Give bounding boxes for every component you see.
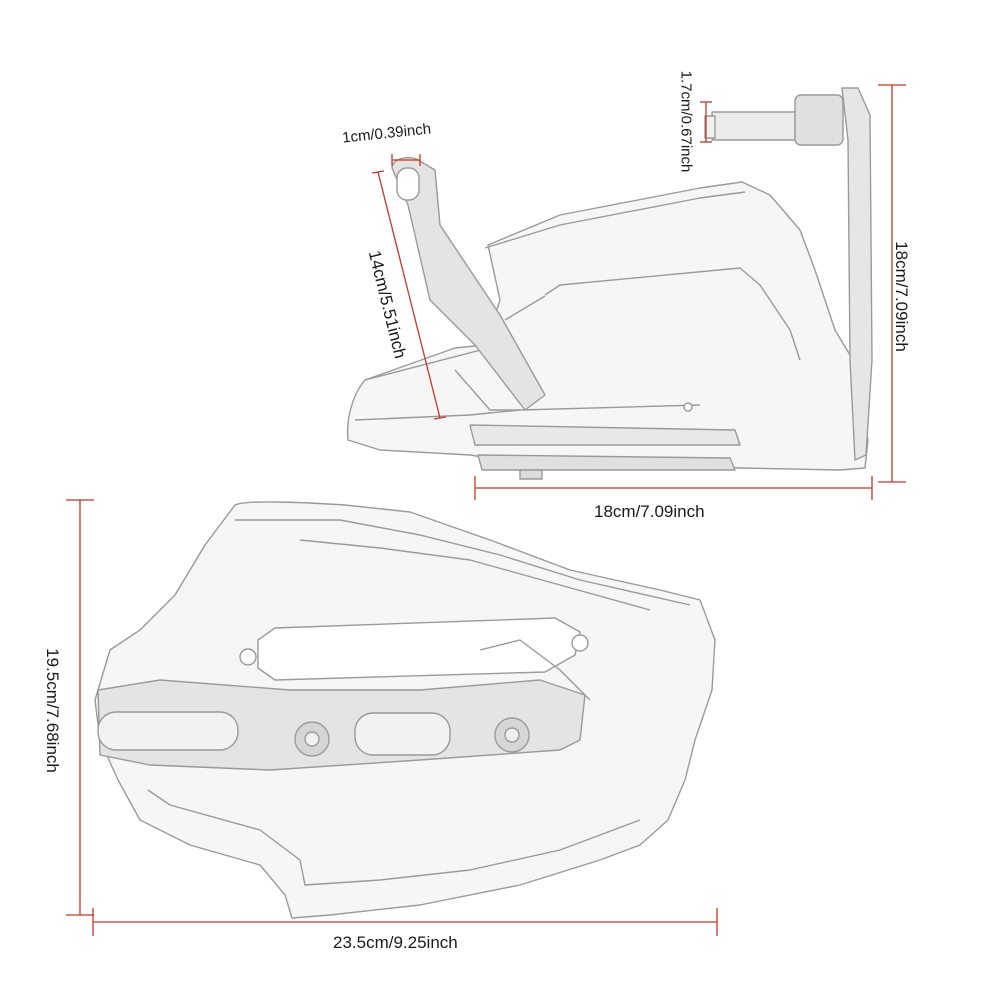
bar-end-bolt [711, 111, 796, 141]
top-width-label: 18cm/7.09inch [594, 502, 705, 521]
upper-slot [257, 617, 581, 681]
bolt-length-label: 1.7cm/0.67inch [677, 70, 695, 173]
mount-base [477, 454, 736, 471]
bar-end-post [841, 87, 873, 461]
handguard-front-view [94, 501, 716, 919]
top-height-label: 18cm/7.09inch [891, 241, 911, 352]
handguard-side-view [346, 87, 873, 480]
front-width-label: 23.5cm/9.25inch [333, 933, 458, 952]
dimension-lines [66, 84, 906, 936]
shell-outline [346, 181, 869, 471]
mount-plate [469, 424, 741, 446]
front-height-label: 19.5cm/7.68inch [42, 648, 62, 773]
